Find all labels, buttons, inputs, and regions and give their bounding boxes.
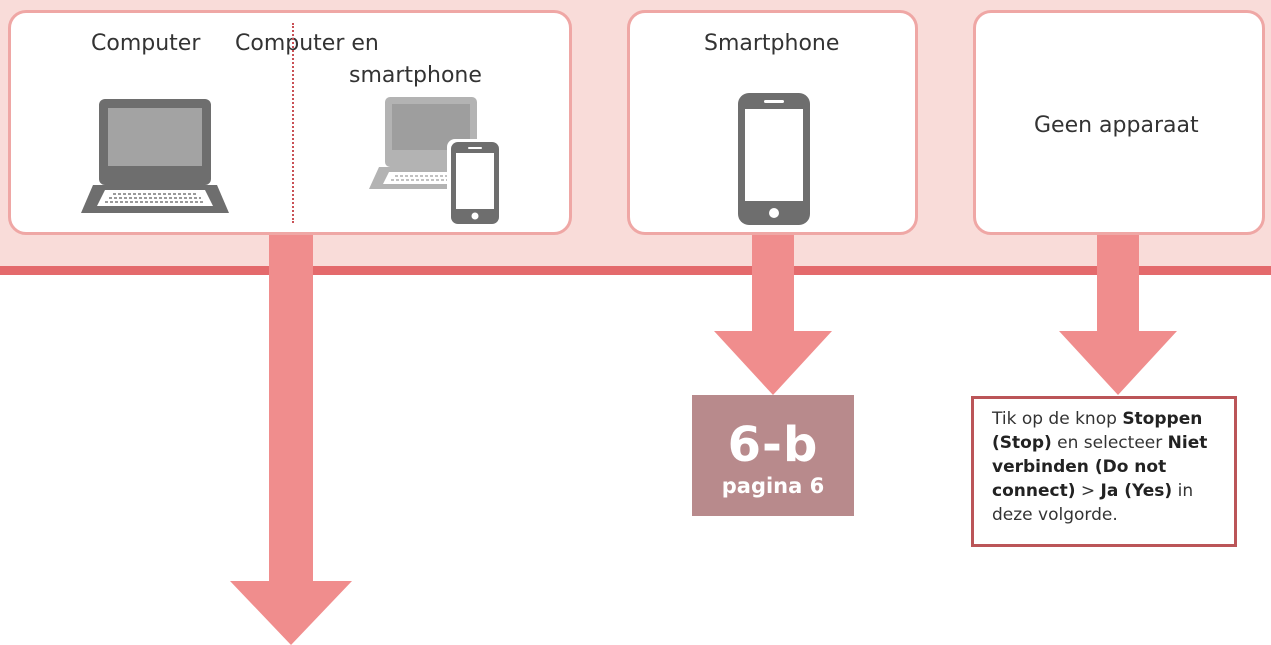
- card-computer-smartphone-label-line1: Computer en: [235, 31, 379, 56]
- note-stop-label: Stoppen (Stop): [992, 409, 1203, 453]
- arrow-down-icon: [230, 235, 352, 645]
- card-smartphone-label: Smartphone: [704, 31, 840, 56]
- note-text: in deze volgorde.: [992, 481, 1194, 525]
- note-text: >: [1075, 481, 1101, 501]
- badge-page-label: pagina 6: [721, 474, 825, 498]
- card-divider: [292, 23, 294, 223]
- arrow-down-icon: [714, 235, 832, 395]
- note-yes-label: Ja (Yes): [1100, 481, 1173, 501]
- instruction-note: Tik op de knop Stoppen (Stop) en selecte…: [971, 396, 1237, 547]
- band-bottom-line: [0, 266, 1271, 275]
- arrow-down-icon: [1059, 235, 1177, 395]
- card-smartphone[interactable]: Smartphone: [627, 10, 918, 235]
- note-text: en selecteer: [1051, 433, 1168, 453]
- note-do-not-connect-label: Niet verbinden (Do not connect): [992, 433, 1208, 501]
- card-computer-smartphone-label-line2: smartphone: [349, 63, 482, 88]
- note-text: Tik op de knop: [992, 409, 1123, 429]
- card-no-device-label: Geen apparaat: [1034, 113, 1199, 138]
- laptop-smartphone-icon: [369, 97, 503, 227]
- page-reference-badge[interactable]: 6-b pagina 6: [692, 395, 854, 516]
- card-no-device[interactable]: Geen apparaat: [973, 10, 1265, 235]
- smartphone-icon: [738, 93, 810, 225]
- laptop-icon: [81, 99, 229, 213]
- card-computer-label: Computer: [91, 31, 201, 56]
- badge-step-number: 6-b: [727, 417, 819, 473]
- card-computer-options[interactable]: Computer Computer en smartphone: [8, 10, 572, 235]
